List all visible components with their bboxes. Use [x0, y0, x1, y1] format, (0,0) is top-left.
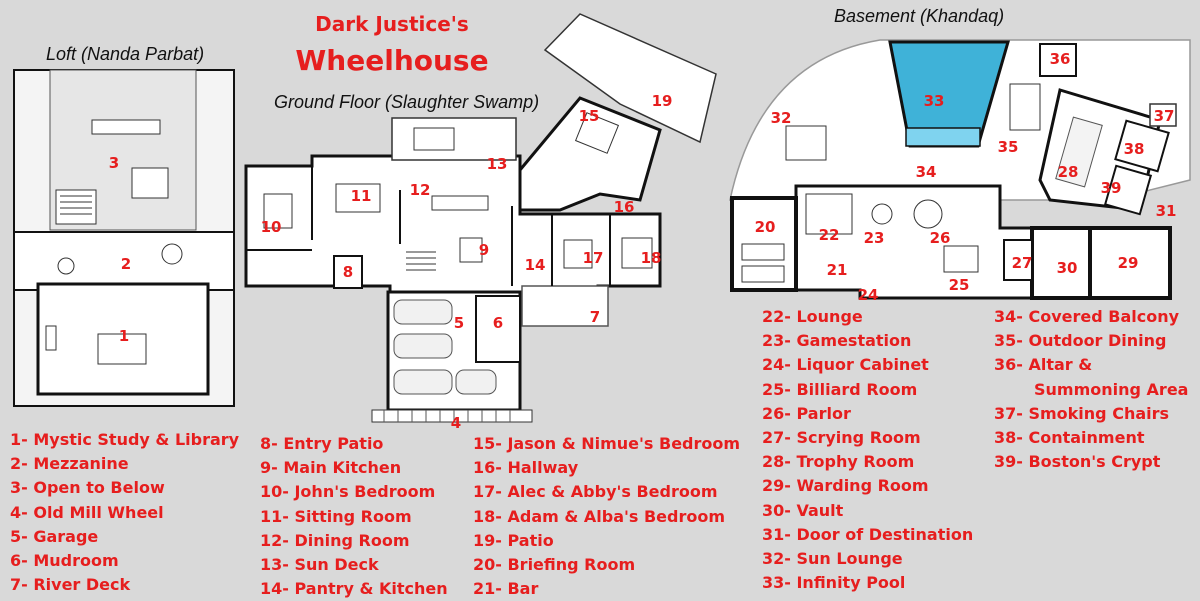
- legend-item: 23- Gamestation: [762, 331, 912, 351]
- room-number-label: 24: [858, 286, 879, 304]
- legend-item: 39- Boston's Crypt: [994, 452, 1161, 472]
- room-number-label: 6: [493, 314, 503, 332]
- legend-item: 20- Briefing Room: [473, 555, 636, 575]
- room-number-label: 17: [583, 249, 604, 267]
- legend-item: 29- Warding Room: [762, 476, 929, 496]
- room-number-label: 13: [487, 155, 508, 173]
- legend-item: 30- Vault: [762, 500, 844, 520]
- room-number-label: 4: [451, 414, 461, 432]
- room-number-label: 29: [1118, 254, 1139, 272]
- legend-column-3: 15- Jason & Nimue's Bedroom 16- Hallway …: [473, 432, 740, 601]
- legend-item: 3- Open to Below: [10, 478, 165, 498]
- room-number-label: 14: [525, 256, 546, 274]
- legend-item: 14- Pantry & Kitchen: [260, 579, 448, 599]
- loft-plan: [13, 69, 235, 407]
- legend-item: Summoning Area: [1034, 379, 1189, 399]
- room-number-label: 20: [755, 218, 776, 236]
- room-number-label: 1: [119, 327, 129, 345]
- legend-item: 13- Sun Deck: [260, 555, 379, 575]
- legend-item: 21- Bar: [473, 579, 539, 599]
- legend-item: 27- Scrying Room: [762, 428, 921, 448]
- room-number-label: 35: [998, 138, 1019, 156]
- legend-item: 19- Patio: [473, 530, 554, 550]
- legend-item: 22- Lounge: [762, 307, 863, 326]
- legend-item: 26- Parlor: [762, 403, 851, 423]
- map-title-line-2: Wheelhouse: [295, 44, 489, 77]
- room-number-label: 33: [924, 92, 945, 110]
- legend-item: 16- Hallway: [473, 458, 579, 478]
- legend-item: 6- Mudroom: [10, 551, 119, 571]
- legend-item: 36- Altar &: [994, 355, 1093, 375]
- ground-floor-plan: [244, 13, 717, 423]
- loft-heading: Loft (Nanda Parbat): [46, 44, 205, 64]
- legend-item: 9- Main Kitchen: [260, 458, 402, 478]
- room-number-label: 11: [351, 187, 372, 205]
- room-number-label: 28: [1058, 163, 1079, 181]
- room-number-labels: 1 2 3 4 5 6 7 8 9 10 11 12 13 14 15 16 1…: [109, 50, 1177, 432]
- legend-item: 15- Jason & Nimue's Bedroom: [473, 434, 741, 453]
- room-number-label: 34: [916, 163, 937, 181]
- room-number-label: 36: [1050, 50, 1071, 68]
- map-title-line-1: Dark Justice's: [315, 12, 469, 36]
- room-number-label: 3: [109, 154, 119, 172]
- legend-column-5: 34- Covered Balcony 35- Outdoor Dining 3…: [994, 305, 1188, 474]
- room-number-label: 26: [930, 229, 951, 247]
- legend-item: 10- John's Bedroom: [260, 482, 436, 502]
- legend-item: 37- Smoking Chairs: [994, 403, 1170, 423]
- room-number-label: 23: [864, 229, 885, 247]
- room-number-label: 16: [614, 198, 635, 216]
- room-number-label: 39: [1101, 179, 1122, 197]
- legend-item: 38- Containment: [994, 428, 1145, 448]
- basement-plan: [729, 39, 1191, 300]
- room-number-label: 31: [1156, 202, 1177, 220]
- legend-item: 12- Dining Room: [260, 530, 410, 550]
- legend-item: 35- Outdoor Dining: [994, 331, 1167, 351]
- legend-item: 2- Mezzanine: [10, 454, 129, 474]
- room-number-label: 2: [121, 255, 131, 273]
- room-number-label: 32: [771, 109, 792, 127]
- legend-item: 8- Entry Patio: [260, 434, 384, 453]
- room-number-label: 9: [479, 241, 489, 259]
- legend-item: 4- Old Mill Wheel: [10, 502, 164, 522]
- legend-item: 32- Sun Lounge: [762, 549, 903, 569]
- room-number-label: 19: [652, 92, 673, 110]
- legend-item: 25- Billiard Room: [762, 379, 918, 399]
- legend-item: 11- Sitting Room: [260, 506, 412, 526]
- legend-item: 28- Trophy Room: [762, 452, 915, 472]
- room-number-label: 12: [410, 181, 431, 199]
- legend-item: 1- Mystic Study & Library: [10, 430, 240, 449]
- legend-item: 24- Liquor Cabinet: [762, 355, 929, 375]
- room-number-label: 8: [343, 263, 353, 281]
- room-number-label: 7: [590, 308, 600, 326]
- room-number-label: 21: [827, 261, 848, 279]
- legend-item: 17- Alec & Abby's Bedroom: [473, 482, 718, 502]
- legend-column-1: 1- Mystic Study & Library 2- Mezzanine 3…: [10, 428, 239, 597]
- room-number-label: 18: [641, 249, 662, 267]
- room-number-label: 37: [1154, 107, 1175, 125]
- legend-item: 34- Covered Balcony: [994, 307, 1180, 326]
- legend-column-4: 22- Lounge 23- Gamestation 24- Liquor Ca…: [762, 305, 973, 595]
- legend-item: 7- River Deck: [10, 575, 131, 595]
- room-number-label: 30: [1057, 259, 1078, 277]
- room-number-label: 38: [1124, 140, 1145, 158]
- room-number-label: 27: [1012, 254, 1033, 272]
- basement-heading: Basement (Khandaq): [834, 6, 1005, 26]
- room-number-label: 22: [819, 226, 840, 244]
- legend-item: 5- Garage: [10, 526, 99, 546]
- room-number-label: 10: [261, 218, 282, 236]
- room-number-label: 5: [454, 314, 464, 332]
- room-number-label: 25: [949, 276, 970, 294]
- legend-item: 33- Infinity Pool: [762, 573, 906, 593]
- legend-column-2: 8- Entry Patio 9- Main Kitchen 10- John'…: [260, 432, 448, 601]
- legend-item: 31- Door of Destination: [762, 524, 974, 544]
- ground-floor-heading: Ground Floor (Slaughter Swamp): [274, 92, 540, 112]
- legend-item: 18- Adam & Alba's Bedroom: [473, 506, 726, 526]
- room-number-label: 15: [579, 107, 600, 125]
